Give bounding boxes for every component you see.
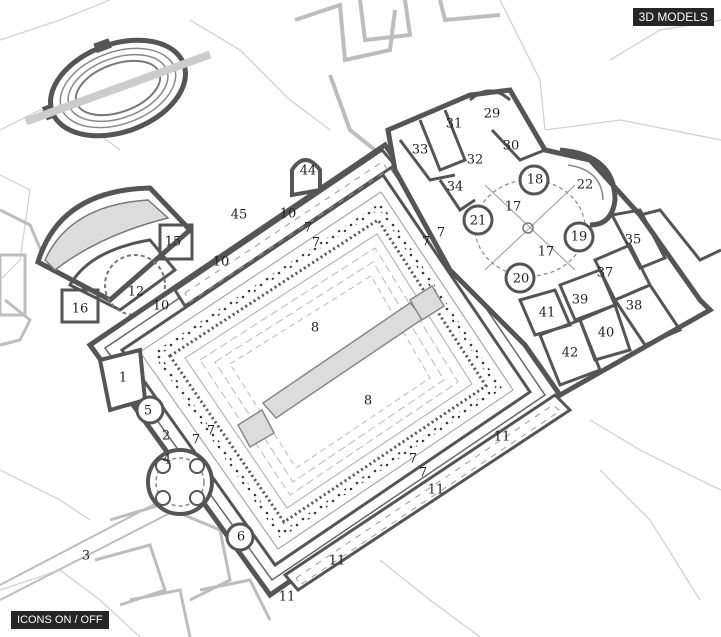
south-colonnade: [282, 393, 573, 592]
label-34: 34: [447, 180, 464, 195]
label-45: 45: [231, 208, 248, 223]
label-38: 38: [626, 299, 643, 314]
label-39: 39: [572, 293, 589, 308]
arena: [24, 37, 212, 139]
rotunda-4: [146, 448, 214, 516]
room-44: [290, 158, 322, 198]
label-7: 7: [192, 433, 200, 448]
label-33: 33: [412, 143, 429, 158]
label-1: 1: [119, 371, 127, 386]
label-20: 20: [513, 272, 530, 287]
label-32: 32: [467, 153, 484, 168]
label-40: 40: [598, 326, 615, 341]
label-5: 5: [144, 404, 152, 419]
label-31: 31: [446, 117, 463, 132]
label-37: 37: [597, 266, 614, 281]
bath-complex: [385, 87, 715, 399]
label-42: 42: [562, 346, 579, 361]
label-7: 7: [207, 424, 215, 439]
label-35: 35: [625, 233, 642, 248]
label-8: 8: [311, 321, 319, 336]
label-30: 30: [503, 139, 520, 154]
label-19: 19: [571, 230, 588, 245]
label-3: 3: [82, 549, 90, 564]
label-16: 16: [72, 302, 89, 317]
label-44: 44: [300, 164, 317, 179]
label-18: 18: [527, 173, 544, 188]
label-7: 7: [437, 226, 445, 241]
label-41: 41: [539, 306, 556, 321]
room-labels: 1 2 3 4 5 6 7 7 7 7 7 7 7 7 8 8 10 10 10…: [72, 107, 643, 605]
label-17: 17: [505, 200, 522, 215]
west-ruins: [0, 208, 47, 347]
label-22: 22: [577, 178, 594, 193]
label-7: 7: [422, 235, 430, 250]
label-21: 21: [470, 214, 487, 229]
label-7: 7: [312, 236, 320, 251]
label-29: 29: [484, 107, 501, 122]
icons-toggle-button[interactable]: ICONS ON / OFF: [11, 611, 109, 629]
label-11: 11: [428, 483, 445, 498]
western-exedra: [35, 185, 194, 324]
label-7: 7: [304, 221, 312, 236]
label-6: 6: [237, 530, 245, 545]
label-10: 10: [213, 255, 230, 270]
east-wall: [639, 208, 721, 262]
label-4: 4: [163, 453, 171, 468]
3d-models-button[interactable]: 3D MODELS: [632, 8, 714, 26]
label-17: 17: [538, 245, 555, 260]
label-10: 10: [280, 207, 297, 222]
label-11: 11: [329, 554, 346, 569]
west-rooms: [97, 347, 165, 425]
north-buildings: [294, 0, 501, 152]
label-7: 7: [409, 452, 417, 467]
label-10: 10: [153, 299, 170, 314]
label-11: 11: [494, 430, 511, 445]
label-11: 11: [279, 590, 296, 605]
label-15: 15: [165, 235, 182, 250]
label-12: 12: [128, 285, 145, 300]
label-2: 2: [162, 429, 170, 444]
room-6: [225, 522, 255, 552]
label-7: 7: [419, 466, 427, 481]
label-8: 8: [364, 394, 372, 409]
